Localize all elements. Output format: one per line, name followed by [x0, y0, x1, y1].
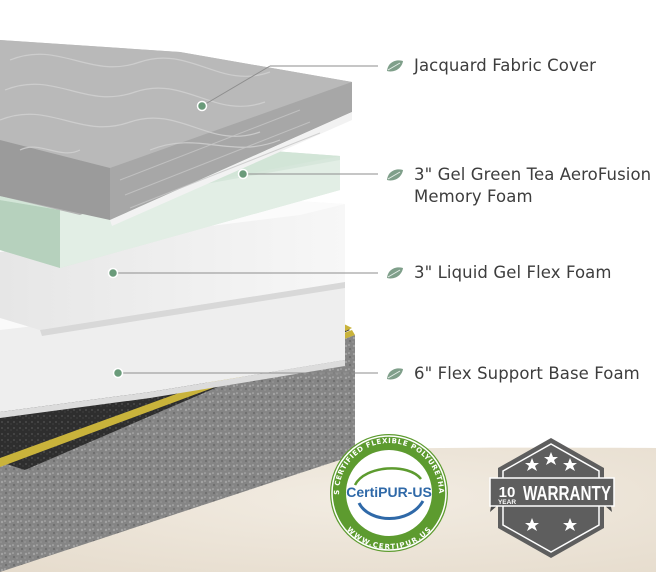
leaf-icon [387, 169, 403, 181]
jacquard-cover-layer [0, 40, 352, 226]
layer-label-text: 3" Liquid Gel Flex Foam [414, 263, 612, 282]
warranty-year-label: YEAR [498, 499, 516, 506]
layer-label-text: Jacquard Fabric Cover [414, 56, 596, 75]
warranty-years: 10 [499, 484, 516, 501]
layer-label-cover: Jacquard Fabric Cover [386, 55, 596, 77]
leaf-icon [387, 368, 403, 380]
certipur-badge: CONTAINS CERTIFIED FLEXIBLE POLYURETHANE… [330, 434, 448, 552]
callout-lines [113, 65, 378, 374]
callout-dots [107, 100, 249, 379]
layer-label-text: 3" Gel Green Tea AeroFusion [414, 165, 652, 184]
warranty-badge: 10 YEAR WARRANTY [489, 438, 615, 558]
star-icons [525, 452, 577, 531]
leaf-icon [387, 60, 403, 72]
layer-label-text: 6" Flex Support Base Foam [414, 364, 640, 383]
layer-label-text-2: Memory Foam [414, 187, 533, 206]
certipur-brand: CertiPUR-US [346, 484, 432, 500]
layer-label-flex: 3" Liquid Gel Flex Foam [386, 262, 612, 284]
leaf-icon [387, 267, 403, 279]
warranty-word: WARRANTY [523, 483, 612, 505]
layer-label-base: 6" Flex Support Base Foam [386, 363, 640, 385]
